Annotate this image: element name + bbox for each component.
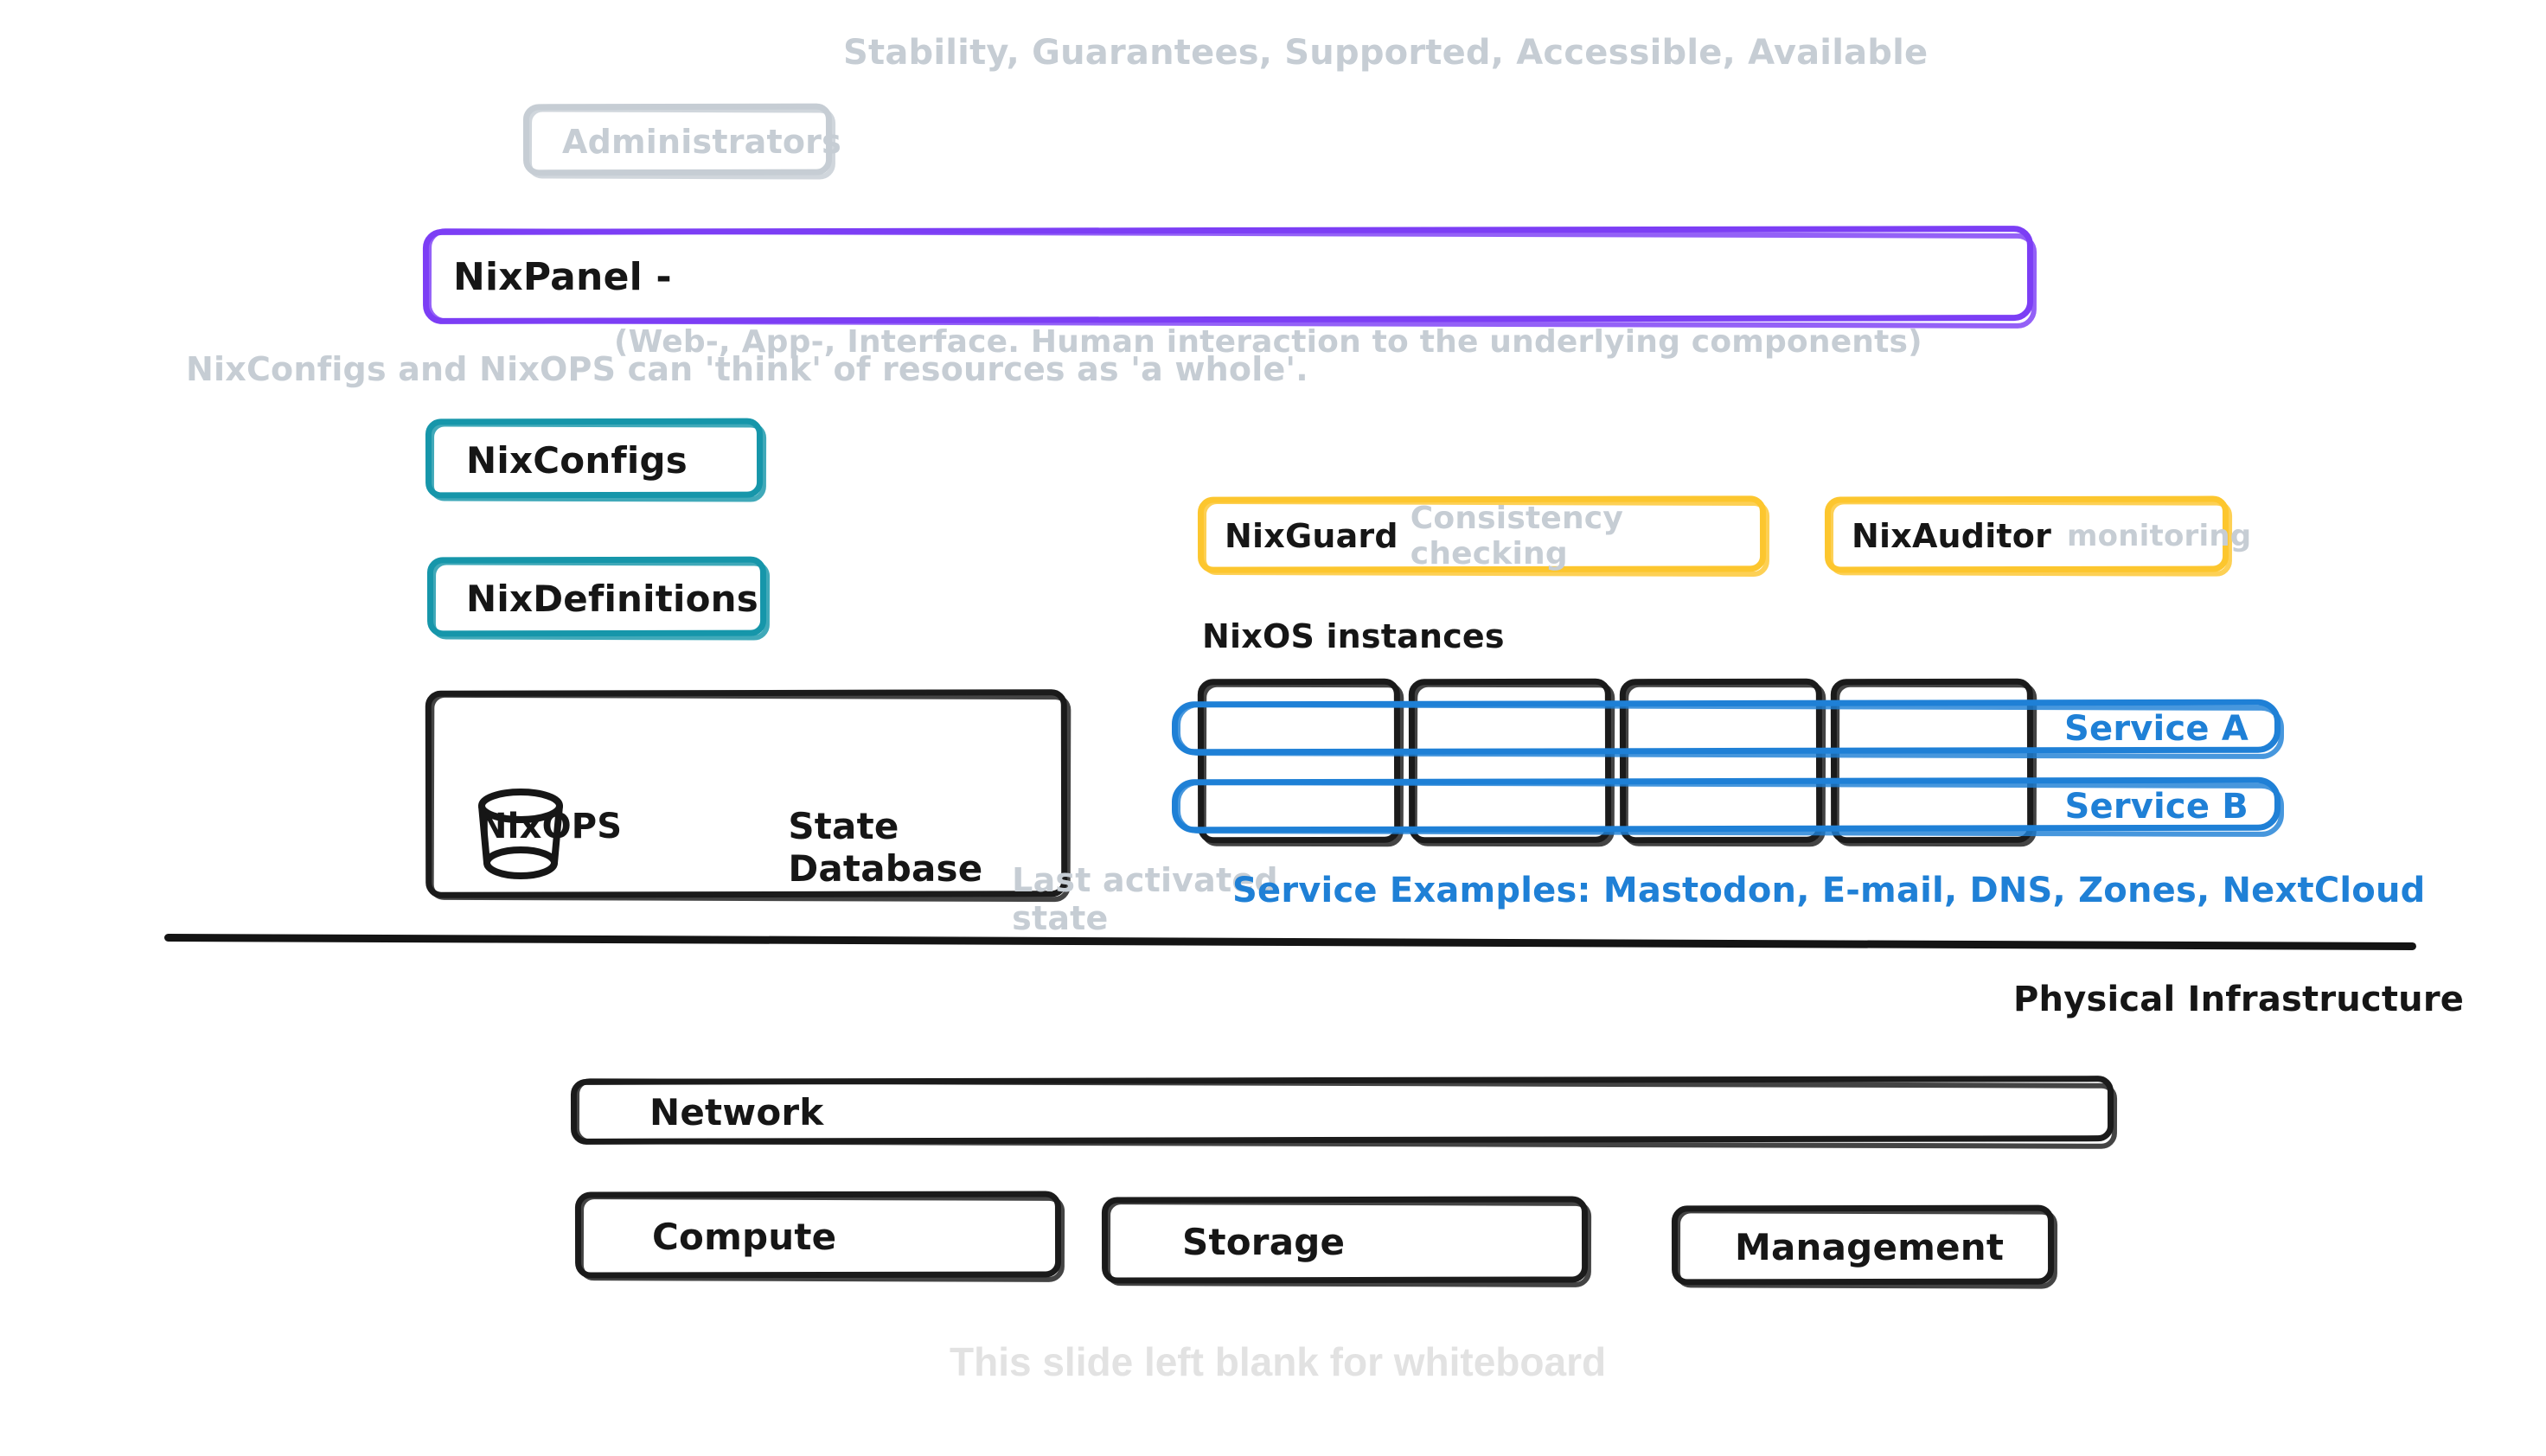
nixauditor-box[interactable]: NixAuditor monitoring bbox=[1827, 498, 2251, 574]
service-examples-label: Service Examples: Mastodon, E-mail, DNS,… bbox=[1232, 871, 2426, 910]
nixops-box[interactable]: NixOPS State Database Last activated sta… bbox=[428, 692, 1278, 937]
nixguard-sublabel: Consistency checking bbox=[1410, 501, 1624, 572]
nixguard-box[interactable]: NixGuard Consistency checking bbox=[1200, 498, 1767, 574]
service-bar-b[interactable]: Service B bbox=[1174, 780, 2281, 833]
compute-box[interactable]: Compute bbox=[578, 1193, 1062, 1280]
whole-resources-annotation: NixConfigs and NixOPS can 'think' of res… bbox=[186, 350, 1308, 388]
nixguard-label: NixGuard bbox=[1225, 517, 1398, 555]
infrastructure-divider bbox=[163, 934, 2416, 950]
network-label: Network bbox=[649, 1090, 824, 1134]
administrators-label: Administrators bbox=[562, 122, 841, 161]
qualities-annotation: Stability, Guarantees, Supported, Access… bbox=[843, 33, 1929, 73]
state-database-subtitle: Last activated state bbox=[1012, 861, 1278, 937]
nixdefinitions-label: NixDefinitions bbox=[466, 577, 758, 620]
nixconfigs-label: NixConfigs bbox=[466, 438, 688, 482]
whiteboard-note: This slide left blank for whiteboard bbox=[950, 1339, 1607, 1384]
storage-box[interactable]: Storage bbox=[1104, 1198, 1589, 1285]
nixauditor-label: NixAuditor bbox=[1852, 517, 2052, 555]
service-b-label: Service B bbox=[2064, 787, 2249, 827]
nixpanel-subtitle-annotation: (Web-, App-, Interface. Human interactio… bbox=[614, 324, 1922, 360]
nixos-instances-label: NixOS instances bbox=[1202, 617, 1505, 655]
nixpanel-box[interactable]: NixPanel - bbox=[425, 229, 2034, 324]
state-database-title: State Database bbox=[788, 805, 983, 890]
management-label: Management bbox=[1735, 1225, 2005, 1268]
management-box[interactable]: Management bbox=[1674, 1207, 2055, 1287]
service-bar-a[interactable]: Service A bbox=[1174, 702, 2281, 756]
nixconfigs-box[interactable]: NixConfigs bbox=[428, 420, 764, 500]
network-box[interactable]: Network bbox=[573, 1079, 2114, 1145]
nixdefinitions-box[interactable]: NixDefinitions bbox=[430, 559, 767, 638]
service-a-label: Service A bbox=[2064, 709, 2249, 749]
nixpanel-label: NixPanel - bbox=[453, 254, 672, 299]
database-cylinder-icon bbox=[478, 789, 563, 879]
nixauditor-sublabel: monitoring bbox=[2067, 519, 2252, 553]
nixops-label: NixOPS bbox=[478, 807, 623, 846]
administrators-box[interactable]: Administrators bbox=[526, 105, 841, 177]
physical-infrastructure-label: Physical Infrastructure bbox=[2013, 980, 2465, 1019]
storage-label: Storage bbox=[1182, 1220, 1346, 1263]
compute-label: Compute bbox=[652, 1215, 837, 1258]
